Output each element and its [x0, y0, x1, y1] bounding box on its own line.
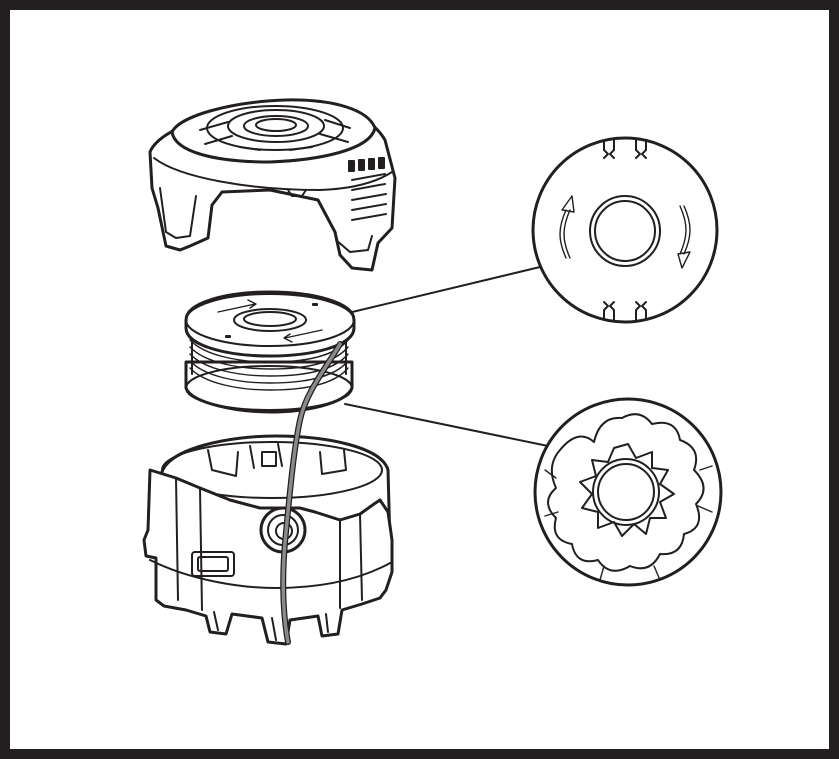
spool-bottom-teeth-detail [533, 397, 723, 587]
trimmer-line [280, 341, 343, 645]
spool-top-face-detail [531, 136, 719, 324]
line-spool [184, 290, 356, 414]
spool-housing [142, 434, 394, 646]
spool-cover [148, 98, 397, 272]
callout-leaders [344, 266, 549, 447]
